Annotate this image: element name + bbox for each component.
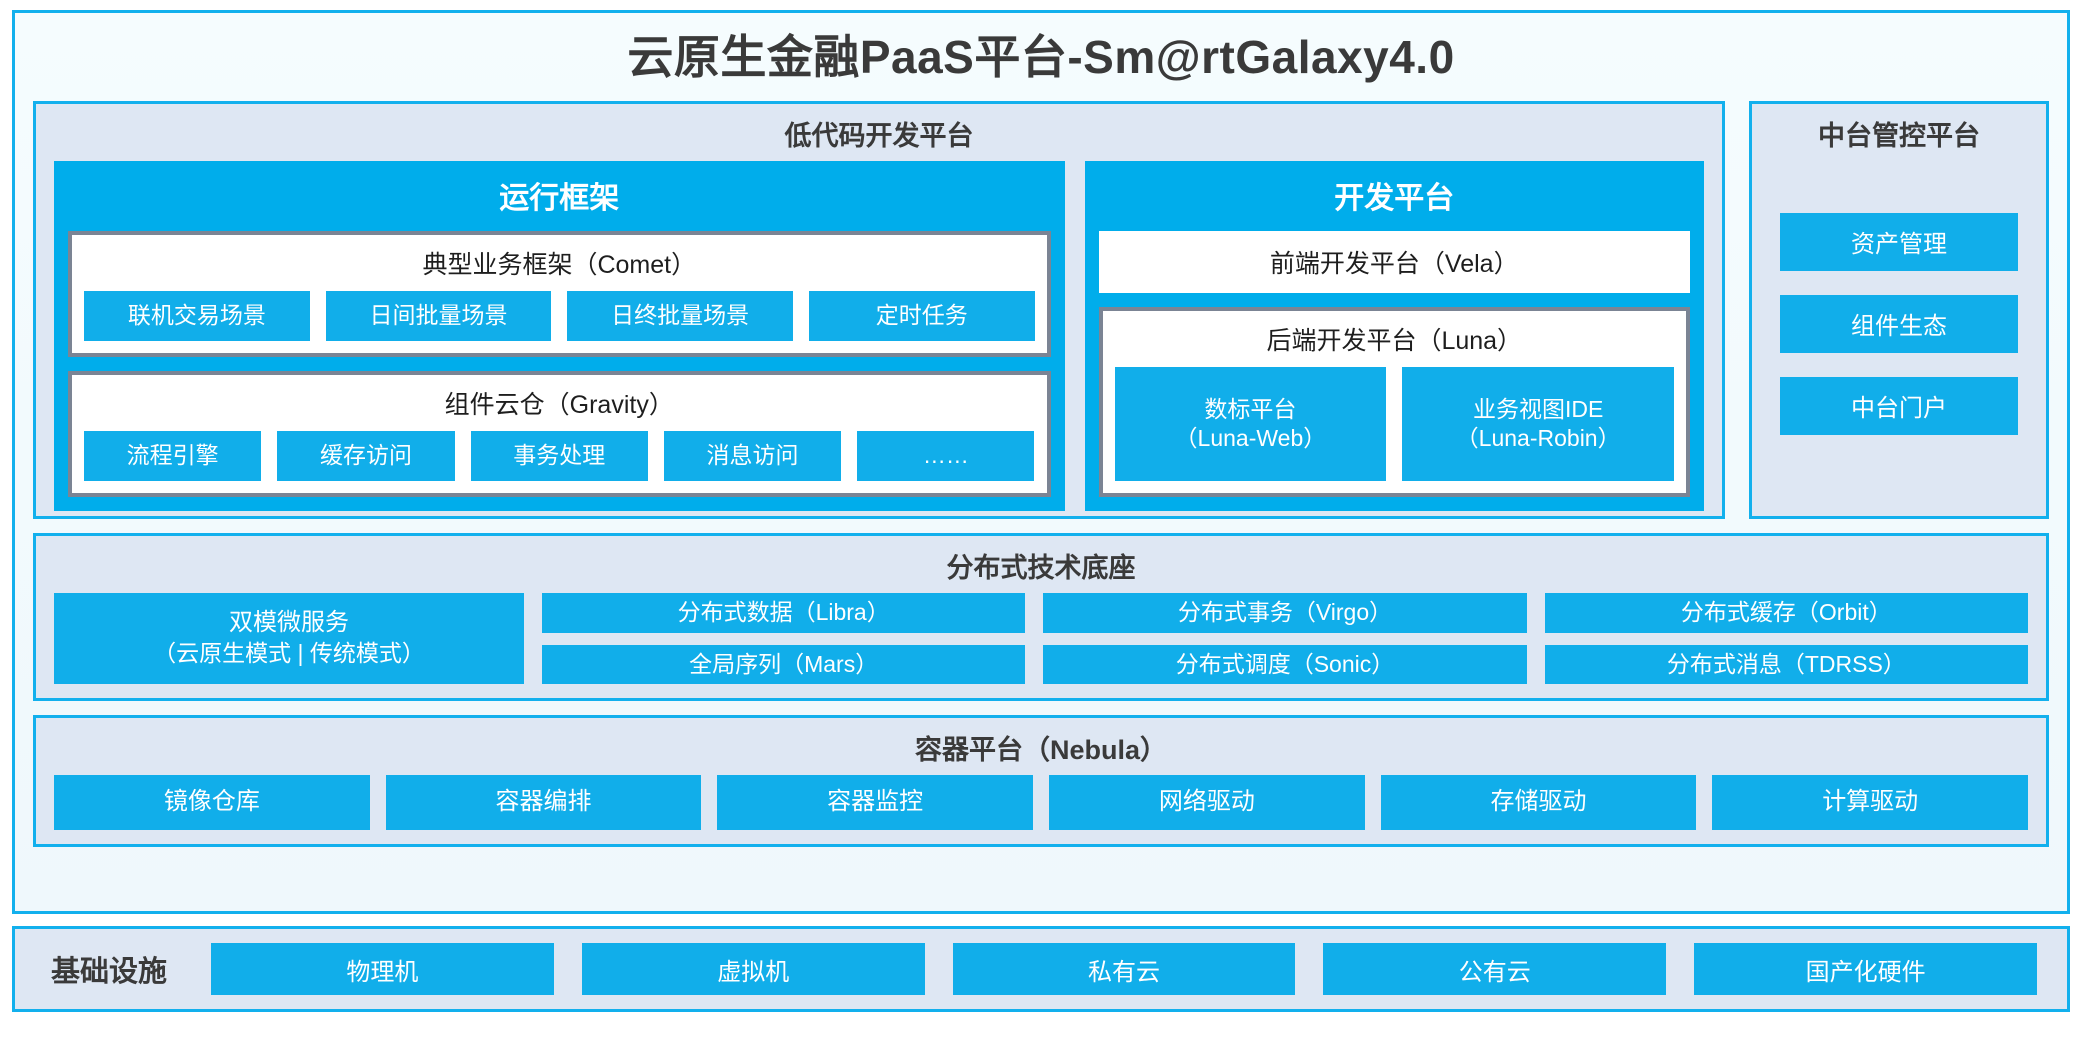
comet-title: 典型业务框架（Comet） bbox=[422, 251, 697, 279]
container-item-orchestration[interactable]: 容器编排 bbox=[385, 775, 702, 830]
midoffice-item-portal[interactable]: 中台门户 bbox=[1780, 376, 2018, 435]
distributed-foundation-body: 双模微服务 （云原生模式 | 传统模式） 分布式数据（Libra） 全局序列（M… bbox=[36, 593, 2046, 698]
luna-chip-row: 数标平台 （Luna-Web） 业务视图IDE （Luna-Robin） bbox=[1114, 367, 1675, 481]
luna-robin-line2: （Luna-Robin） bbox=[1455, 425, 1621, 451]
container-item-storage-driver[interactable]: 存储驱动 bbox=[1380, 775, 1697, 830]
page-title: 云原生金融PaaS平台-Sm@rtGalaxy4.0 bbox=[627, 31, 1455, 83]
lowcode-platform-title: 低代码开发平台 bbox=[784, 121, 974, 151]
distributed-column-2: 分布式事务（Virgo） 分布式调度（Sonic） bbox=[1043, 593, 1527, 684]
container-item-monitoring[interactable]: 容器监控 bbox=[717, 775, 1034, 830]
container-item-image-registry[interactable]: 镜像仓库 bbox=[54, 775, 370, 830]
distributed-item-tdrss[interactable]: 分布式消息（TDRSS） bbox=[1544, 644, 2028, 684]
microservice-item[interactable]: 双模微服务 （云原生模式 | 传统模式） bbox=[54, 593, 524, 684]
comet-item[interactable]: 联机交易场景 bbox=[84, 291, 310, 341]
infrastructure-item-private-cloud[interactable]: 私有云 bbox=[952, 943, 1296, 995]
runtime-framework-panel: 运行框架 典型业务框架（Comet） 联机交易场景 日间批量场景 日终批量场景 … bbox=[54, 161, 1065, 511]
luna-web-item[interactable]: 数标平台 （Luna-Web） bbox=[1114, 367, 1387, 481]
luna-robin-line1: 业务视图IDE bbox=[1472, 395, 1604, 422]
container-platform-panel: 容器平台（Nebula） 镜像仓库 容器编排 容器监控 网络驱动 存储驱动 计算… bbox=[33, 715, 2049, 847]
development-platform-title: 开发平台 bbox=[1334, 182, 1455, 215]
luna-backend-box: 后端开发平台（Luna） 数标平台 （Luna-Web） bbox=[1098, 307, 1690, 497]
gravity-title: 组件云仓（Gravity） bbox=[444, 391, 674, 419]
midoffice-platform-panel: 中台管控平台 资产管理 组件生态 中台门户 bbox=[1749, 101, 2049, 519]
infrastructure-item-physical-machine[interactable]: 物理机 bbox=[211, 943, 554, 995]
container-item-network-driver[interactable]: 网络驱动 bbox=[1049, 775, 1365, 830]
infrastructure-item-domestic-hardware[interactable]: 国产化硬件 bbox=[1694, 943, 2037, 995]
gravity-item[interactable]: 缓存访问 bbox=[277, 431, 455, 481]
distributed-item-libra[interactable]: 分布式数据（Libra） bbox=[542, 593, 1026, 633]
gravity-item[interactable]: 流程引擎 bbox=[84, 431, 262, 481]
distributed-item-sonic[interactable]: 分布式调度（Sonic） bbox=[1043, 644, 1527, 684]
comet-box: 典型业务框架（Comet） 联机交易场景 日间批量场景 日终批量场景 定时任务 bbox=[68, 231, 1051, 357]
midoffice-item-asset-management[interactable]: 资产管理 bbox=[1780, 212, 2018, 271]
luna-robin-item[interactable]: 业务视图IDE （Luna-Robin） bbox=[1402, 367, 1675, 481]
midoffice-platform-title: 中台管控平台 bbox=[1818, 121, 1980, 151]
comet-item[interactable]: 日终批量场景 bbox=[567, 291, 793, 341]
microservice-line1: 双模微服务 bbox=[228, 609, 349, 637]
distributed-foundation-panel: 分布式技术底座 双模微服务 （云原生模式 | 传统模式） 分布式数据（Libra… bbox=[33, 533, 2049, 701]
comet-item[interactable]: 定时任务 bbox=[808, 291, 1035, 341]
luna-web-line2: （Luna-Web） bbox=[1174, 425, 1327, 451]
runtime-framework-title: 运行框架 bbox=[499, 182, 620, 215]
platform-main-card: 云原生金融PaaS平台-Sm@rtGalaxy4.0 低代码开发平台 运行框架 … bbox=[12, 10, 2070, 914]
infrastructure-label: 基础设施 bbox=[51, 956, 168, 988]
lowcode-platform-panel: 低代码开发平台 运行框架 典型业务框架（Comet） 联机交易场景 日间批量场景… bbox=[33, 101, 1725, 519]
comet-item[interactable]: 日间批量场景 bbox=[325, 291, 552, 341]
distributed-column-3: 分布式缓存（Orbit） 分布式消息（TDRSS） bbox=[1544, 593, 2028, 684]
vela-frontend-box[interactable]: 前端开发平台（Vela） bbox=[1098, 231, 1690, 293]
gravity-item[interactable]: 消息访问 bbox=[663, 431, 842, 481]
gravity-item-more[interactable]: …… bbox=[857, 431, 1035, 481]
distributed-item-virgo[interactable]: 分布式事务（Virgo） bbox=[1043, 593, 1527, 633]
midoffice-item-component-ecosystem[interactable]: 组件生态 bbox=[1780, 294, 2018, 353]
container-platform-title: 容器平台（Nebula） bbox=[914, 735, 1168, 765]
midoffice-platform-body: 资产管理 组件生态 中台门户 bbox=[1752, 161, 2046, 516]
container-platform-body: 镜像仓库 容器编排 容器监控 网络驱动 存储驱动 计算驱动 bbox=[36, 775, 2046, 844]
luna-title: 后端开发平台（Luna） bbox=[1266, 327, 1523, 355]
distributed-item-mars[interactable]: 全局序列（Mars） bbox=[542, 644, 1026, 684]
gravity-item[interactable]: 事务处理 bbox=[470, 431, 648, 481]
microservice-line2: （云原生模式 | 传统模式） bbox=[153, 640, 425, 667]
lowcode-platform-body: 运行框架 典型业务框架（Comet） 联机交易场景 日间批量场景 日终批量场景 … bbox=[36, 161, 1722, 527]
gravity-chip-row: 流程引擎 缓存访问 事务处理 消息访问 …… bbox=[84, 431, 1035, 481]
top-row: 低代码开发平台 运行框架 典型业务框架（Comet） 联机交易场景 日间批量场景… bbox=[33, 101, 2049, 519]
distributed-foundation-title: 分布式技术底座 bbox=[946, 553, 1136, 583]
distributed-column-1: 分布式数据（Libra） 全局序列（Mars） bbox=[542, 593, 1026, 684]
infrastructure-panel: 基础设施 物理机 虚拟机 私有云 公有云 国产化硬件 bbox=[12, 926, 2070, 1012]
distributed-item-orbit[interactable]: 分布式缓存（Orbit） bbox=[1544, 593, 2028, 633]
infrastructure-item-virtual-machine[interactable]: 虚拟机 bbox=[581, 943, 925, 995]
development-platform-panel: 开发平台 前端开发平台（Vela） 后端开发平台（Luna） 数标平台 （Lun… bbox=[1084, 161, 1704, 511]
microservice-column: 双模微服务 （云原生模式 | 传统模式） bbox=[54, 593, 524, 684]
container-item-compute-driver[interactable]: 计算驱动 bbox=[1712, 775, 2029, 830]
infrastructure-item-public-cloud[interactable]: 公有云 bbox=[1323, 943, 1667, 995]
comet-chip-row: 联机交易场景 日间批量场景 日终批量场景 定时任务 bbox=[84, 291, 1035, 341]
luna-web-line1: 数标平台 bbox=[1204, 395, 1297, 422]
gravity-box: 组件云仓（Gravity） 流程引擎 缓存访问 事务处理 消息访问 …… bbox=[68, 371, 1051, 497]
